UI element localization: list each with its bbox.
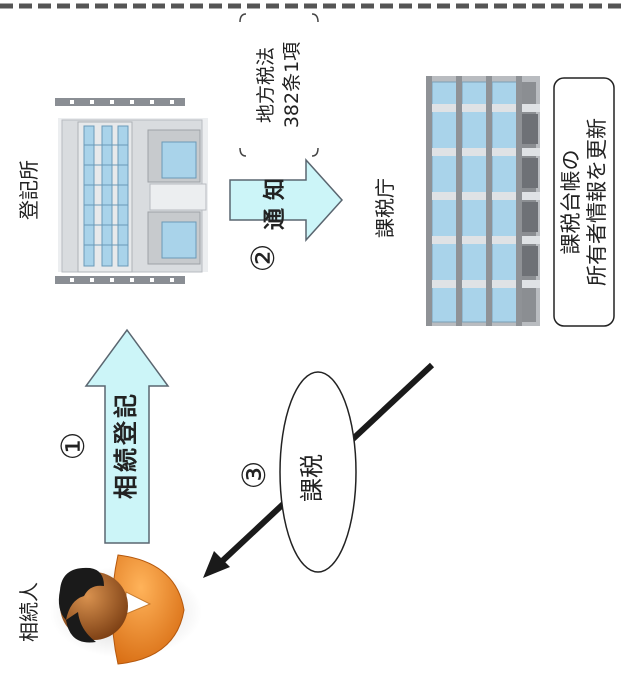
ledger-update-line1: 課税台帳の xyxy=(559,150,583,255)
tax-office-label: 課税庁 xyxy=(373,178,397,238)
registry-building-icon xyxy=(55,98,208,284)
law-reference-bracket xyxy=(240,14,318,156)
registry-label: 登記所 xyxy=(17,160,41,220)
law-reference-line1: 地方税法 xyxy=(255,47,277,123)
heir-person-icon xyxy=(50,555,202,664)
taxation-label: 課税 xyxy=(298,454,326,502)
ledger-update-line2: 所有者情報を更新 xyxy=(585,118,609,286)
step-2-marker: ② xyxy=(244,244,282,273)
notify-label: 通知 xyxy=(262,170,288,230)
heir-label: 相続人 xyxy=(17,582,41,642)
law-reference-line2: 382条1項 xyxy=(281,42,303,128)
tax-office-building-icon xyxy=(426,76,540,326)
step-3-marker: ③ xyxy=(235,461,273,490)
inheritance-registration-label: 相続登記 xyxy=(112,391,140,499)
step-1-marker: ① xyxy=(54,432,92,461)
